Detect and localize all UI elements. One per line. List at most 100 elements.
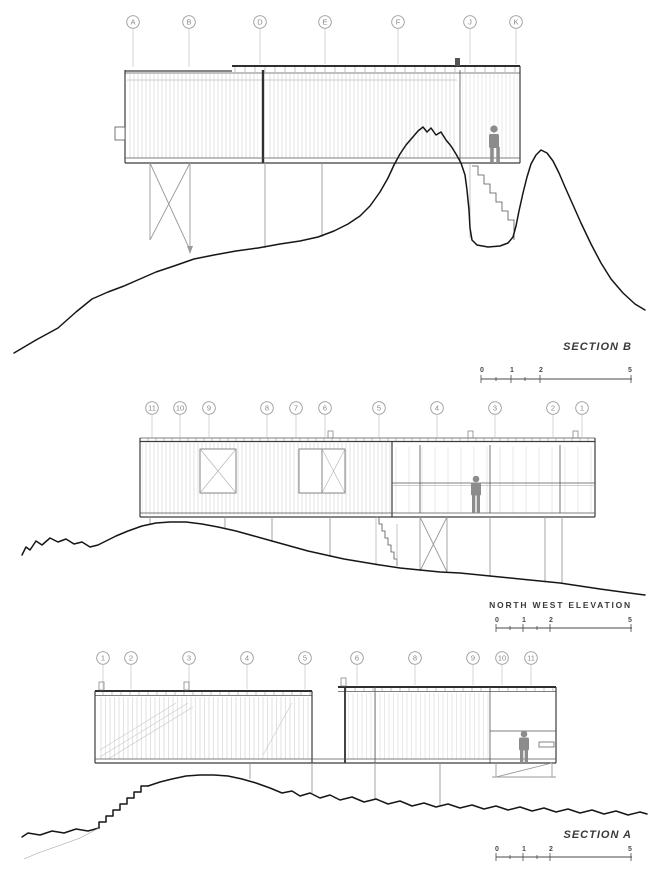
roof-vent <box>572 430 579 439</box>
bench <box>538 741 555 748</box>
roof-vent <box>455 58 460 66</box>
building-elevation <box>139 430 596 518</box>
grid-bubble-label: 3 <box>187 654 191 663</box>
grid-bubble-label: A <box>130 18 135 27</box>
scale-number: 0 <box>480 367 484 374</box>
scale-number: 5 <box>628 367 632 374</box>
grid-marker: 2 <box>546 401 560 437</box>
grid-markers: A B D E F <box>126 15 523 67</box>
scale-bar: 0 1 2 5 <box>495 846 632 861</box>
panel-section-b: A B D E F <box>13 15 646 383</box>
grid-marker: 6 <box>350 651 364 685</box>
roof-vent <box>98 681 105 691</box>
grid-bubble-label: B <box>186 18 191 27</box>
grid-marker: 4 <box>240 651 254 689</box>
grid-markers: 11 10 9 8 7 <box>145 401 589 437</box>
grid-marker: 8 <box>408 651 422 685</box>
grid-bubble-label: 10 <box>498 654 506 663</box>
support-columns <box>149 516 563 584</box>
scale-number: 0 <box>495 846 499 853</box>
building-section <box>114 58 521 164</box>
terrain <box>13 126 646 354</box>
grid-marker: 10 <box>173 401 187 437</box>
scale-number: 1 <box>510 367 514 374</box>
grid-marker: K <box>509 15 523 64</box>
roof-vent <box>467 430 474 439</box>
grid-marker: 4 <box>430 401 444 437</box>
grid-marker: F <box>391 15 405 64</box>
scale-number: 1 <box>522 846 526 853</box>
grid-marker: 7 <box>289 401 303 437</box>
grid-marker: 1 <box>575 401 589 437</box>
grid-marker: D <box>253 15 267 64</box>
grid-bubble-label: D <box>257 18 263 27</box>
grid-marker: 8 <box>260 401 274 437</box>
scale-number: 2 <box>539 367 543 374</box>
grid-bubble-label: 2 <box>551 404 555 413</box>
grid-bubble-label: 1 <box>580 404 584 413</box>
person-figure <box>471 475 481 513</box>
grid-marker: 10 <box>495 651 509 685</box>
grid-marker: 3 <box>182 651 196 689</box>
person-figure <box>519 730 529 763</box>
roof-vent <box>340 677 347 687</box>
scale-number: 5 <box>628 846 632 853</box>
window-box <box>114 126 126 141</box>
scale-bar: 0 1 2 5 <box>495 617 632 632</box>
roof-vent <box>183 681 190 691</box>
grid-bubble-label: 3 <box>493 404 497 413</box>
grid-marker: 6 <box>318 401 332 437</box>
grid-marker: E <box>318 15 332 64</box>
grid-marker: J <box>463 15 477 64</box>
grid-bubble-label: K <box>513 18 518 27</box>
grid-marker: 3 <box>488 401 502 437</box>
scale-number: 0 <box>495 617 499 624</box>
grid-bubble-label: 9 <box>207 404 211 413</box>
terrain <box>21 774 648 860</box>
grid-marker: B <box>182 15 196 67</box>
grid-bubble-label: J <box>468 18 472 27</box>
grid-bubble-label: F <box>396 18 401 27</box>
grid-marker: 5 <box>372 401 386 437</box>
grid-bubble-label: 2 <box>129 654 133 663</box>
terrain <box>21 521 646 596</box>
panel-title: SECTION B <box>563 341 632 353</box>
grid-bubble-label: 8 <box>265 404 269 413</box>
scale-number: 2 <box>549 617 553 624</box>
scale-number: 5 <box>628 617 632 624</box>
grid-marker: 1 <box>96 651 110 689</box>
grid-markers: 1 2 3 4 5 <box>96 651 538 689</box>
interior-ramp-lines <box>99 702 293 760</box>
grid-marker: 11 <box>145 401 159 437</box>
building-section <box>94 677 557 764</box>
pile-arrow <box>187 246 193 254</box>
grid-marker: 5 <box>298 651 312 689</box>
person-figure <box>489 125 500 163</box>
grid-bubble-label: 5 <box>303 654 307 663</box>
panel-section-a: 1 2 3 4 5 <box>21 651 648 861</box>
grid-bubble-label: 1 <box>101 654 105 663</box>
grid-bubble-label: 8 <box>413 654 417 663</box>
grid-marker: A <box>126 15 140 67</box>
panel-title: SECTION A <box>564 829 633 841</box>
grid-bubble-label: 7 <box>294 404 298 413</box>
stairs <box>375 516 398 566</box>
site-stairs <box>98 785 149 829</box>
grid-bubble-label: 6 <box>355 654 359 663</box>
scale-number: 2 <box>549 846 553 853</box>
grid-bubble-label: 9 <box>471 654 475 663</box>
grid-bubble-label: 5 <box>377 404 381 413</box>
grid-bubble-label: E <box>322 18 327 27</box>
panel-north-west-elevation: 11 10 9 8 7 <box>21 401 646 632</box>
support-structure <box>249 762 556 805</box>
panel-title: NORTH WEST ELEVATION <box>489 600 632 610</box>
stairs <box>469 163 515 240</box>
grid-marker: 9 <box>202 401 216 437</box>
grid-marker: 9 <box>466 651 480 685</box>
grid-bubble-label: 11 <box>527 654 535 663</box>
grid-bubble-label: 6 <box>323 404 327 413</box>
scale-number: 1 <box>522 617 526 624</box>
scale-bar: 0 1 2 5 <box>480 367 632 383</box>
grid-marker: 2 <box>124 651 138 689</box>
grid-bubble-label: 4 <box>245 654 249 663</box>
